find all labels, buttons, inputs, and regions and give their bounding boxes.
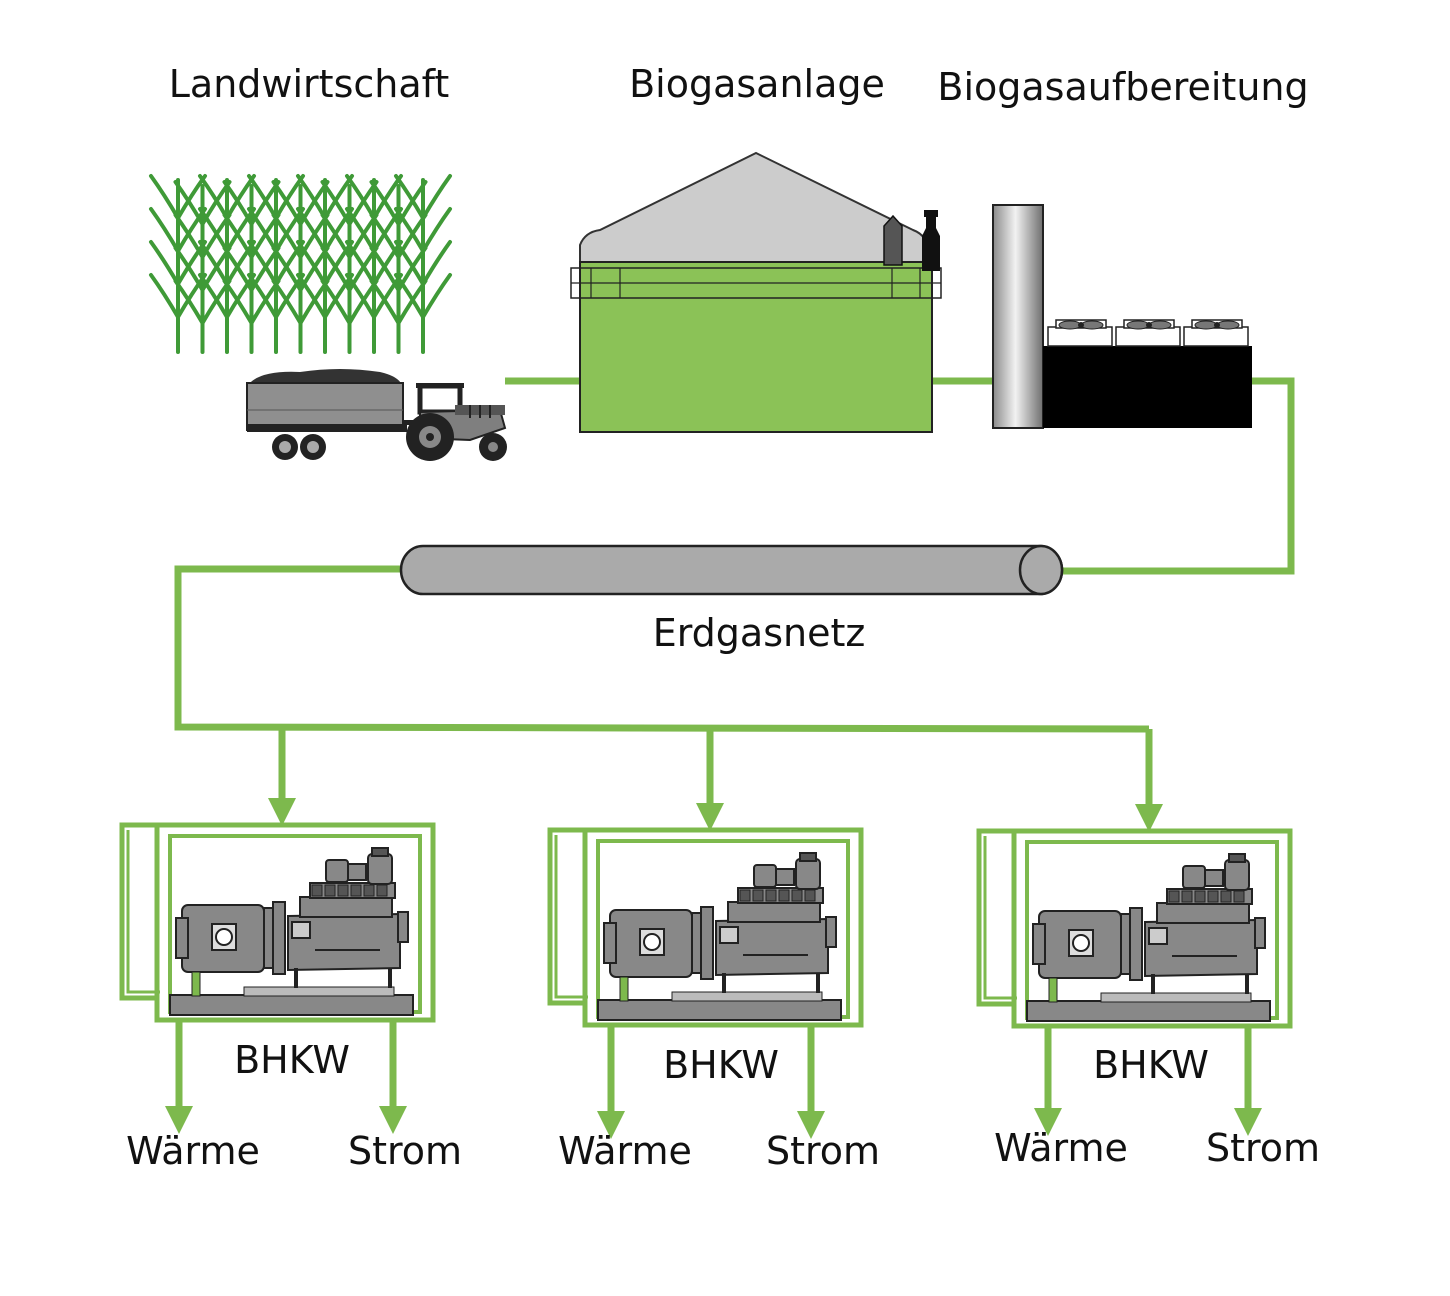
fan-icon [1115, 319, 1181, 347]
label-biogasaufbereitung: Biogasaufbereitung [937, 65, 1309, 109]
biogas-plant-icon [570, 151, 942, 433]
chp-enclosure [547, 827, 864, 1028]
biogas-upgrading-icon [992, 204, 1252, 429]
pipe-upgrading-to-grid [1062, 377, 1295, 575]
corn-stalk-icon [149, 174, 207, 354]
unit-name: BHKW [1093, 1043, 1209, 1087]
corn-stalk-icon [345, 174, 403, 354]
engine-generator-icon [169, 847, 414, 1016]
chp-units [119, 729, 1293, 1139]
corn-field-icon [149, 174, 452, 354]
chp-unit [119, 729, 436, 1134]
unit-heat-label: Wärme [994, 1126, 1128, 1170]
gas-pipes [174, 377, 1295, 733]
unit-heat-label: Wärme [126, 1129, 260, 1173]
cooling-fans-icon [1047, 319, 1249, 347]
pipe-grid-distribution [174, 565, 1150, 733]
label-landwirtschaft: Landwirtschaft [168, 62, 450, 106]
fan-icon [1183, 319, 1249, 347]
unit-power-label: Strom [765, 1129, 881, 1173]
corn-stalk-icon [198, 174, 256, 354]
engine-generator-icon [597, 852, 842, 1021]
label-biogasanlage: Biogasanlage [629, 62, 885, 106]
chp-unit [547, 729, 864, 1139]
unit-name: BHKW [234, 1038, 350, 1082]
unit-heat-label: Wärme [558, 1129, 692, 1173]
unit-power-label: Strom [347, 1129, 463, 1173]
corn-stalk-icon [247, 174, 305, 354]
fan-icon [1047, 319, 1113, 347]
chp-unit [976, 729, 1293, 1136]
unit-power-label: Strom [1205, 1126, 1321, 1170]
corn-stalk-icon [296, 174, 354, 354]
engine-generator-icon [1026, 853, 1271, 1022]
label-erdgasnetz: Erdgasnetz [652, 611, 866, 655]
unit-name: BHKW [663, 1043, 779, 1087]
gas-grid-pipe-icon [399, 544, 1064, 596]
tractor-icon [246, 369, 507, 461]
corn-stalk-icon [394, 174, 452, 354]
